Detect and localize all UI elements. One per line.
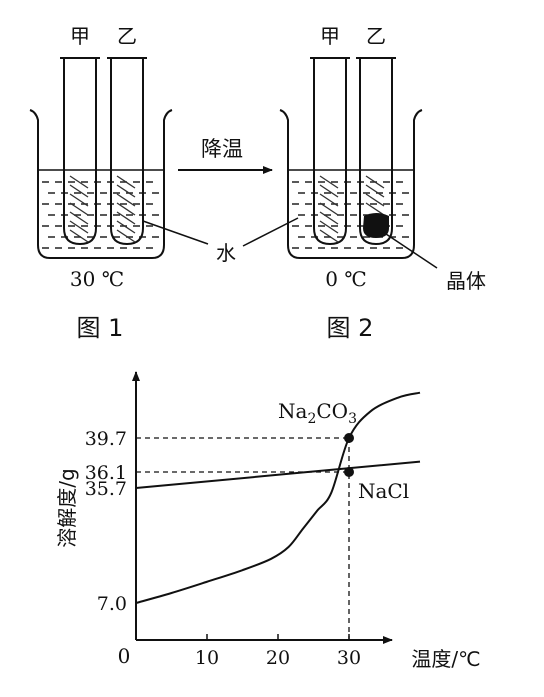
- fig1-tube-b-hatch: [116, 220, 136, 234]
- x-tick-label: 10: [195, 647, 219, 669]
- fig2-beaker: [279, 109, 423, 259]
- fig1-beaker: [29, 109, 173, 259]
- fig2-tube-b: [359, 58, 393, 246]
- fig1-tube-solutions: [69, 175, 136, 243]
- y-tick-label: 36.1: [85, 462, 127, 484]
- fig2-tube-a: [313, 58, 347, 246]
- fig1-tube-a-hatch: [69, 229, 89, 243]
- fig2-tube-b-hatch: [365, 175, 385, 189]
- series-label-na2co3: Na2CO3: [278, 399, 357, 427]
- origin-label: 0: [118, 644, 131, 668]
- y-tick-label: 7.0: [97, 593, 127, 615]
- fig1-tube-a-hatch: [69, 220, 89, 234]
- na2co3-label-sub2: 2: [307, 411, 316, 427]
- data-point: [344, 467, 354, 477]
- water-label: 水: [216, 241, 236, 265]
- fig1-tube-a-hatch: [69, 193, 89, 207]
- fig1-caption: 图 1: [77, 314, 124, 342]
- series-curve-nacl: [135, 460, 421, 489]
- fig1-temperature: 30 ℃: [70, 267, 124, 291]
- water-leader-right: [242, 217, 299, 247]
- fig2-tube-solutions: [319, 175, 385, 243]
- fig1-tube-b-hatch: [116, 184, 136, 198]
- curves: [135, 391, 421, 604]
- fig2-tube-b-hatch: [365, 184, 385, 198]
- na2co3-label-na: Na: [278, 399, 308, 423]
- crystal-leader: [382, 231, 438, 269]
- na2co3-label-sub3: 3: [348, 411, 357, 427]
- guide-lines: [136, 437, 350, 640]
- x-ticks: 10 20 30: [195, 634, 361, 669]
- y-tick-label: 35.7: [85, 478, 127, 500]
- fig2-tube-b-label: 乙: [366, 24, 386, 48]
- fig1-tube-a-hatch: [69, 184, 89, 198]
- fig1-tube-a-hatch: [69, 202, 89, 216]
- fig2-tube-a-hatch: [319, 184, 339, 198]
- y-tick-label: 39.7: [85, 428, 127, 450]
- fig1-tube-b-hatch: [116, 202, 136, 216]
- fig2-temperature: 0 ℃: [325, 267, 366, 291]
- fig1-tube-b: [110, 58, 144, 246]
- x-tick-label: 20: [266, 647, 290, 669]
- cooling-label: 降温: [201, 137, 243, 161]
- fig1-tube-a-hatch: [69, 175, 89, 189]
- fig2-tube-a-label: 甲: [320, 24, 340, 48]
- fig2-tube-a-hatch: [319, 202, 339, 216]
- cooling-arrow: 降温: [178, 137, 273, 174]
- crystal-label: 晶体: [446, 269, 486, 293]
- fig1-tube-b-hatch: [116, 211, 136, 225]
- water-leader-left: [142, 220, 209, 245]
- marked-points: [344, 433, 354, 477]
- fig1-tube-b-hatch: [116, 229, 136, 243]
- fig1-tube-a-hatch: [69, 211, 89, 225]
- series-label-nacl: NaCl: [358, 479, 409, 503]
- water-label-group: 水: [142, 217, 299, 265]
- fig2-tube-a-hatch: [319, 211, 339, 225]
- crystal-deposit: [363, 213, 389, 238]
- x-axis-title: 温度/℃: [411, 647, 480, 671]
- solubility-chart: 溶解度/g 温度/℃ 0 10 20 30 7.0 35.736.1 39.7 Na2C…: [55, 371, 481, 671]
- figure2-apparatus: 甲 乙 晶体 0 ℃ 图 2: [279, 24, 486, 342]
- fig2-tube-a-hatch: [319, 193, 339, 207]
- fig2-tube-b-hatch: [365, 202, 385, 216]
- fig2-tube-a-hatch: [319, 220, 339, 234]
- fig1-tube-b-hatch: [116, 193, 136, 207]
- fig1-tube-a: [63, 58, 97, 246]
- y-axis-title: 溶解度/g: [55, 468, 79, 547]
- fig2-caption: 图 2: [327, 314, 374, 342]
- data-point: [344, 433, 354, 443]
- fig2-tube-a-hatch: [319, 229, 339, 243]
- fig1-tube-b-label: 乙: [117, 24, 137, 48]
- figure1-apparatus: 甲 乙 30 ℃ 图 1: [29, 24, 173, 342]
- x-tick-label: 30: [337, 647, 361, 669]
- fig2-tube-a-hatch: [319, 175, 339, 189]
- series-curve-na2co3: [135, 391, 421, 604]
- na2co3-label-co: CO: [316, 399, 348, 423]
- fig1-tube-a-label: 甲: [70, 24, 90, 48]
- fig2-tube-b-hatch: [365, 193, 385, 207]
- fig1-tube-b-hatch: [116, 175, 136, 189]
- y-ticks: 7.0 35.736.1 39.7: [85, 428, 127, 615]
